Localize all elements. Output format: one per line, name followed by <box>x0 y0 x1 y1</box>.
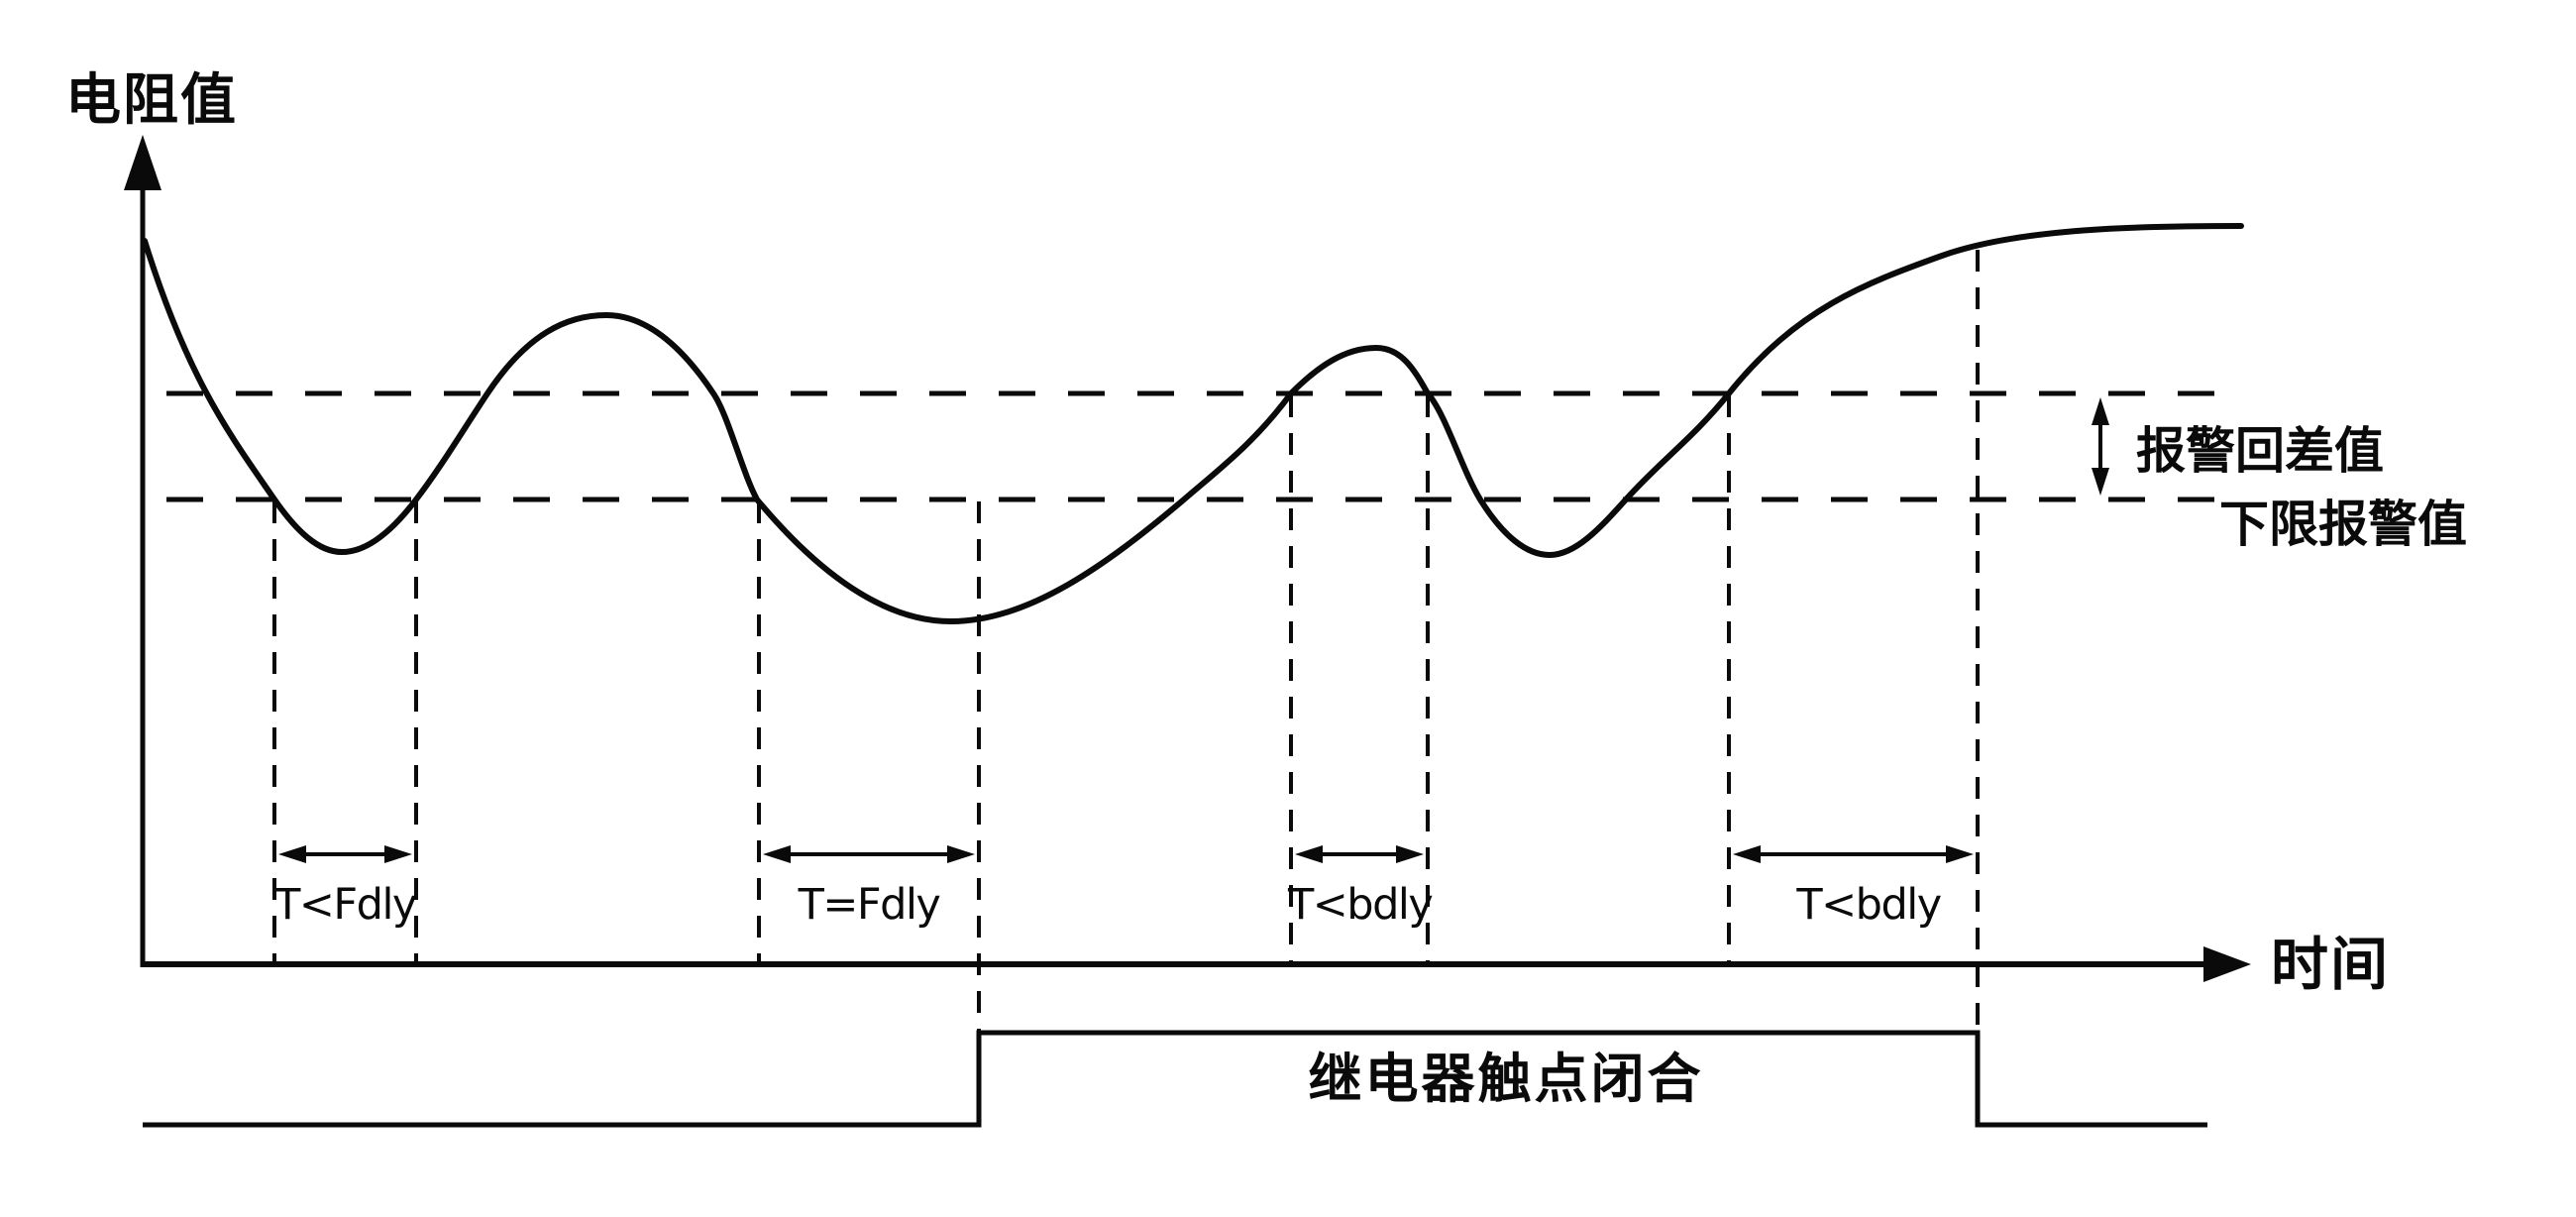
hysteresis-arrow-top-head <box>2092 397 2109 425</box>
interval-arrows <box>302 421 2102 856</box>
interval-arrow-3-right-head <box>1396 845 1424 863</box>
interval-arrowheads <box>278 845 1974 863</box>
interval-arrow-3-left-head <box>1295 845 1323 863</box>
interval-arrow-2-right-head <box>947 845 975 863</box>
interval-arrow-4-left-head <box>1733 845 1761 863</box>
hysteresis-arrow-bottom-head <box>2092 468 2109 496</box>
resistance-curve <box>142 223 2244 624</box>
interval-arrow-2-left-head <box>763 845 791 863</box>
interval-label-3: T<bdly <box>1288 880 1434 930</box>
interval-arrow-4-right-head <box>1946 845 1974 863</box>
relay-signal-line <box>143 1030 2207 1128</box>
interval-label-2: T=Fdly <box>798 880 941 930</box>
interval-label-4: T<bdly <box>1796 880 1942 930</box>
y-axis-label: 电阻值 <box>65 68 238 133</box>
event-marker-dashed-lines <box>272 250 1980 1031</box>
relay-closed-label: 继电器触点闭合 <box>1308 1048 1704 1110</box>
lower-alarm-value-label: 下限报警值 <box>2219 496 2467 553</box>
hysteresis-value-label: 报警回差值 <box>2136 422 2384 480</box>
x-axis-label: 时间 <box>2271 931 2391 998</box>
hysteresis-arrowheads <box>2092 397 2109 496</box>
x-axis-arrowhead <box>2203 946 2251 982</box>
interval-label-1: T<Fdly <box>274 880 417 930</box>
interval-arrow-1-left-head <box>278 845 306 863</box>
y-axis-arrowhead <box>124 135 161 190</box>
interval-arrow-1-right-head <box>384 845 412 863</box>
